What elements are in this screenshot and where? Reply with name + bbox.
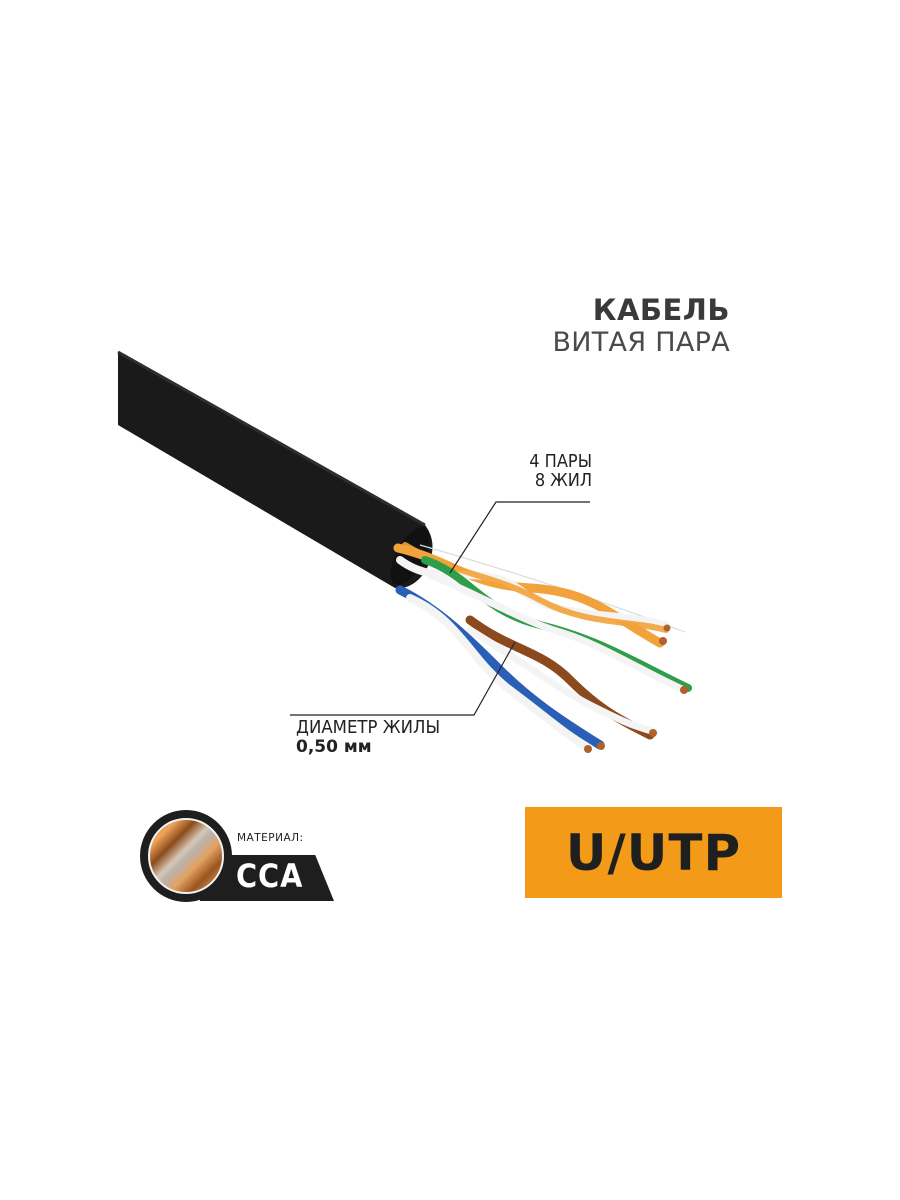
cable-jacket [117, 350, 433, 589]
orange-pair [393, 542, 671, 648]
core-diameter-value: 0,50 мм [296, 736, 372, 757]
material-label: МАТЕРИАЛ: [237, 832, 304, 844]
product-title: КАБЕЛЬ [592, 293, 730, 327]
pairs-count: 4 ПАРЫ [529, 451, 592, 472]
cable-type-badge: U/UTP [525, 807, 782, 898]
pairs-callout: 4 ПАРЫ 8 ЖИЛ [500, 451, 592, 491]
diameter-leader-line [290, 641, 516, 716]
material-badge: МАТЕРИАЛ: CCA [140, 807, 340, 907]
product-subtitle: ВИТАЯ ПАРА [552, 327, 730, 358]
product-title-block: КАБЕЛЬ ВИТАЯ ПАРА [552, 293, 730, 358]
brown-pair [465, 615, 659, 740]
core-diameter-label: ДИАМЕТР ЖИЛЫ [296, 717, 441, 738]
material-value: CCA [236, 857, 304, 895]
cores-count: 8 ЖИЛ [534, 469, 592, 491]
green-pair [421, 556, 692, 694]
diameter-callout: ДИАМЕТР ЖИЛЫ 0,50 мм [296, 718, 453, 756]
pairs-leader-line [449, 501, 590, 574]
cable-type-label: U/UTP [565, 823, 742, 882]
copper-cross-section-icon [148, 818, 224, 894]
blue-pair [395, 585, 605, 753]
